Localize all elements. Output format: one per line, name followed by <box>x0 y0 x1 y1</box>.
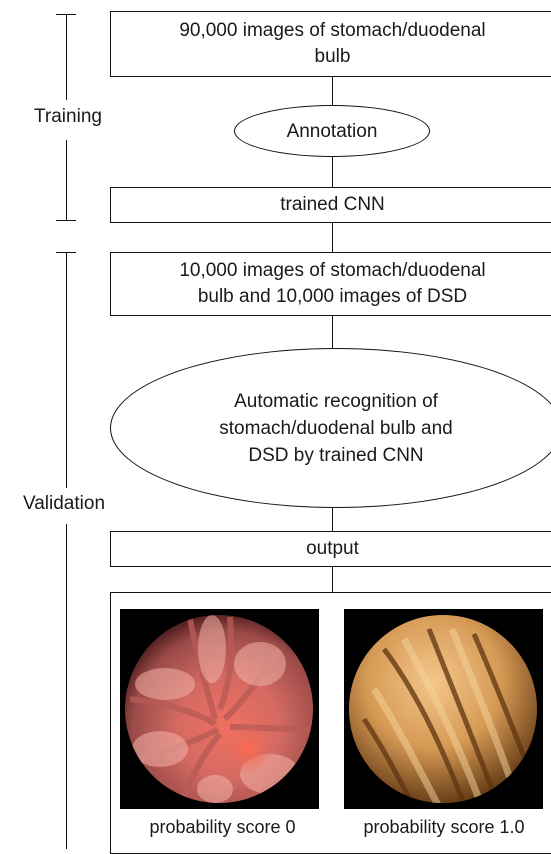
connector-1 <box>332 77 333 107</box>
connector-2 <box>332 157 333 187</box>
training-bracket-upper <box>66 14 67 100</box>
endoscopic-image-stomach <box>120 609 319 809</box>
training-images-box: 90,000 images of stomach/duodenal bulb <box>110 11 551 77</box>
annotation-ellipse: Annotation <box>234 105 430 157</box>
trained-cnn-box: trained CNN <box>110 187 551 223</box>
connector-3 <box>332 223 333 253</box>
right-probability-caption: probability score 1.0 <box>334 817 551 838</box>
endoscopic-image-dsd <box>344 609 543 809</box>
validation-bracket-upper <box>66 252 67 488</box>
validation-images-box: 10,000 images of stomach/duodenal bulb a… <box>110 252 551 316</box>
dsd-photo-graphic <box>344 609 543 809</box>
left-probability-caption: probability score 0 <box>110 817 335 838</box>
connector-6 <box>332 567 333 593</box>
validation-bracket-lower <box>66 524 67 849</box>
stomach-photo-graphic <box>120 609 319 809</box>
training-bracket-lower <box>66 140 67 220</box>
connector-4 <box>332 316 333 350</box>
connector-5 <box>332 508 333 532</box>
training-label: Training <box>18 106 118 128</box>
validation-label: Validation <box>4 493 124 515</box>
training-bracket-bottom <box>56 220 76 221</box>
output-box: output <box>110 531 551 567</box>
recognition-ellipse: Automatic recognition of stomach/duodena… <box>110 348 551 508</box>
